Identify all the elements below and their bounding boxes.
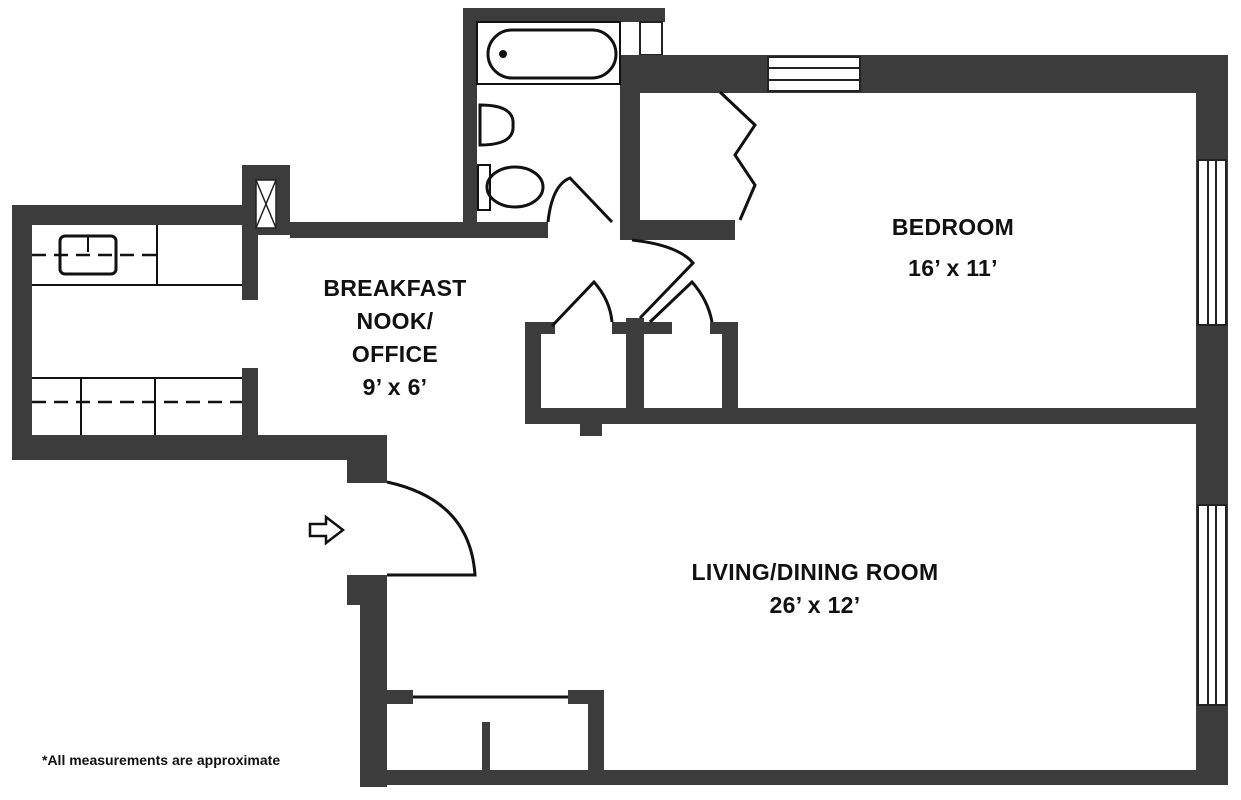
room-dimensions: 26’ x 12’: [769, 592, 861, 618]
room-dimensions: 9’ x 6’: [362, 374, 428, 400]
chimney-shaft-icon: [255, 179, 277, 229]
living-window-right: [1197, 504, 1227, 706]
bedroom-door[interactable]: [631, 238, 696, 320]
room-name-line: BREAKFAST: [323, 275, 467, 301]
room-dimensions: 16’ x 11’: [908, 255, 998, 281]
bedroom-window-right: [1197, 159, 1227, 326]
closet-bifold-door[interactable]: [718, 90, 757, 221]
sink-icon: [478, 103, 515, 147]
living-dining-label: LIVING/DINING ROOM 26’ x 12’: [640, 556, 990, 622]
room-name-line: OFFICE: [351, 341, 439, 367]
breakfast-nook-label: BREAKFAST NOOK/ OFFICE 9’ x 6’: [300, 272, 490, 404]
entry-arrow-icon: [308, 514, 346, 546]
toilet-icon: [477, 164, 545, 211]
bathroom-walls: [463, 8, 665, 240]
bedroom-label: BEDROOM 16’ x 11’: [860, 211, 1046, 285]
bathroom-window: [639, 21, 663, 56]
bathtub-icon: [476, 21, 621, 85]
room-name: LIVING/DINING ROOM: [691, 559, 939, 585]
kitchen-sink-icon: [58, 234, 118, 276]
hall-closets: [525, 318, 738, 422]
room-name: BEDROOM: [891, 214, 1015, 240]
bedroom-window-top: [767, 56, 861, 92]
closet-door-left[interactable]: [550, 279, 614, 328]
closet-door-right[interactable]: [648, 279, 714, 324]
room-name-line: NOOK/: [356, 308, 434, 334]
bathroom-door[interactable]: [546, 176, 614, 224]
entry-door[interactable]: [386, 480, 477, 577]
footnote: *All measurements are approximate: [42, 752, 281, 768]
